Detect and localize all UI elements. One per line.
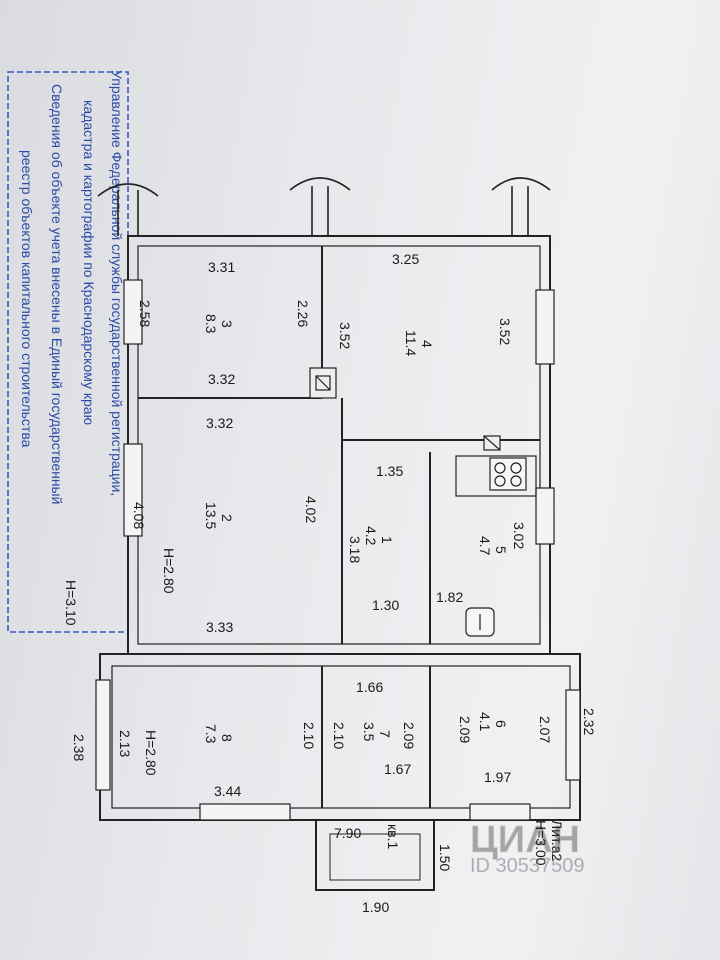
chimney-icon [309, 367, 337, 399]
window-left-top [123, 279, 143, 345]
dim-r4-right: 3.52 [497, 318, 513, 345]
room-1-area: 4.2 [363, 526, 379, 546]
door-arc-right [491, 177, 551, 191]
dim-r1-top: 1.35 [376, 463, 403, 479]
vent-cross-icon [483, 435, 501, 451]
dim-r2-left: 4.08 [131, 502, 147, 529]
dim-outer-left: 2.38 [71, 734, 87, 761]
room-2-area: 13.5 [203, 502, 219, 529]
room-7-number: 7 [377, 730, 393, 738]
room-3-area: 8.3 [203, 314, 219, 334]
stamp-line-1: Управление Федеральной службы государств… [109, 70, 125, 496]
litera-label: Лит.а2 [549, 820, 565, 862]
room-7-area: 3.5 [361, 722, 377, 742]
dim-r6-left: 2.09 [457, 716, 473, 743]
watermark-logo: ЦИАН [470, 819, 580, 861]
room-8-height: Н=2.80 [143, 730, 159, 776]
room-2-height: Н=2.80 [161, 548, 177, 594]
dim-r7-left2: 2.10 [331, 722, 347, 749]
burner-1-icon [494, 462, 506, 474]
dim-r6-right: 2.07 [537, 716, 553, 743]
stamp-line-4: реестр объектов капитального строительст… [19, 150, 35, 448]
dim-r3-top: 3.31 [208, 259, 235, 275]
dim-r4-top: 3.25 [392, 251, 419, 267]
dim-r3-bottom: 3.32 [208, 371, 235, 387]
dim-r7-right: 2.09 [401, 722, 417, 749]
door-swings [97, 177, 551, 236]
door-arc-mid [289, 177, 351, 191]
registration-stamp: Управление Федеральной службы государств… [7, 70, 129, 633]
dim-porch-side: 1.50 [437, 844, 453, 871]
burner-4-icon [510, 475, 522, 487]
dim-r3-right: 2.26 [295, 300, 311, 327]
dim-r3-left: 2.58 [137, 300, 153, 327]
dim-r6-bottom: 1.97 [484, 769, 511, 785]
litera-height: Н=3.00 [533, 820, 549, 866]
fixtures [309, 367, 537, 637]
stamp-line-3: Сведения об объекте учета внесены в Един… [49, 84, 65, 504]
watermark: ЦИАН ID 30537509 [470, 819, 585, 878]
burner-2-icon [510, 462, 522, 474]
dim-porch-bottom: 1.90 [362, 899, 389, 915]
dim-porch-long: 7.90 [334, 825, 361, 841]
room-3-number: 3 [219, 320, 235, 328]
dim-outer-right: 2.32 [581, 708, 597, 735]
dim-r5-bottom: 1.82 [436, 589, 463, 605]
dim-r2-top: 3.32 [206, 415, 233, 431]
room-6-number: 6 [493, 720, 509, 728]
room-8-area: 7.3 [203, 724, 219, 744]
window-right-bottom [535, 487, 555, 545]
dim-r7-bottom: 1.67 [384, 761, 411, 777]
kitchen-counter [455, 455, 537, 497]
stamp-line-2: кадастра и картографии по Краснодарскому… [81, 100, 97, 425]
room-2-number: 2 [219, 514, 235, 522]
dim-r8-left: 2.13 [117, 730, 133, 757]
room-6-area: 4.1 [477, 712, 493, 732]
window-bottom-6 [469, 803, 531, 821]
dim-r2-bottom: 3.33 [206, 619, 233, 635]
watermark-id: ID 30537509 [470, 855, 585, 877]
chimney-inner-icon [315, 375, 331, 391]
window-bottom-8 [199, 803, 291, 821]
dim-r7-top: 1.66 [356, 679, 383, 695]
room-labels: 3 8.3 4 11.4 2 13.5 Н=2.80 1 4.2 5 4.7 8… [143, 314, 509, 776]
dim-r8-bottom: 3.44 [214, 783, 241, 799]
dim-r5-side: 3.02 [511, 522, 527, 549]
door-arc-left [97, 183, 159, 197]
dim-r1-bottom: 1.30 [372, 597, 399, 613]
stove-icon [489, 457, 527, 491]
dim-r2-right: 4.02 [303, 496, 319, 523]
window-right-top [535, 289, 555, 365]
room-4-area: 11.4 [403, 330, 419, 356]
room-1-number: 1 [379, 536, 395, 544]
dimension-labels: 3.31 3.25 2.58 2.26 3.52 3.52 3.32 3.32 … [71, 251, 597, 915]
room-8-number: 8 [219, 734, 235, 742]
dim-r7-left: 2.10 [301, 722, 317, 749]
window-lower-right [565, 689, 581, 781]
dim-r4-left: 3.52 [337, 322, 353, 349]
burner-3-icon [494, 475, 506, 487]
stamp-height-note: Н=3.10 [63, 580, 79, 626]
window-left-bottom [123, 443, 143, 537]
window-lower-left [95, 679, 111, 791]
apartment-label: кв.1 [385, 824, 401, 849]
room-5-area: 4.7 [477, 536, 493, 556]
dim-r1-side: 3.18 [347, 536, 363, 563]
room-4-number: 4 [419, 340, 435, 348]
chimney-cross-icon [315, 375, 331, 391]
windows [95, 279, 581, 821]
outer-wall-inner [137, 245, 541, 645]
porch-step [329, 833, 421, 881]
porch-wall [315, 819, 435, 891]
room-5-number: 5 [493, 546, 509, 554]
